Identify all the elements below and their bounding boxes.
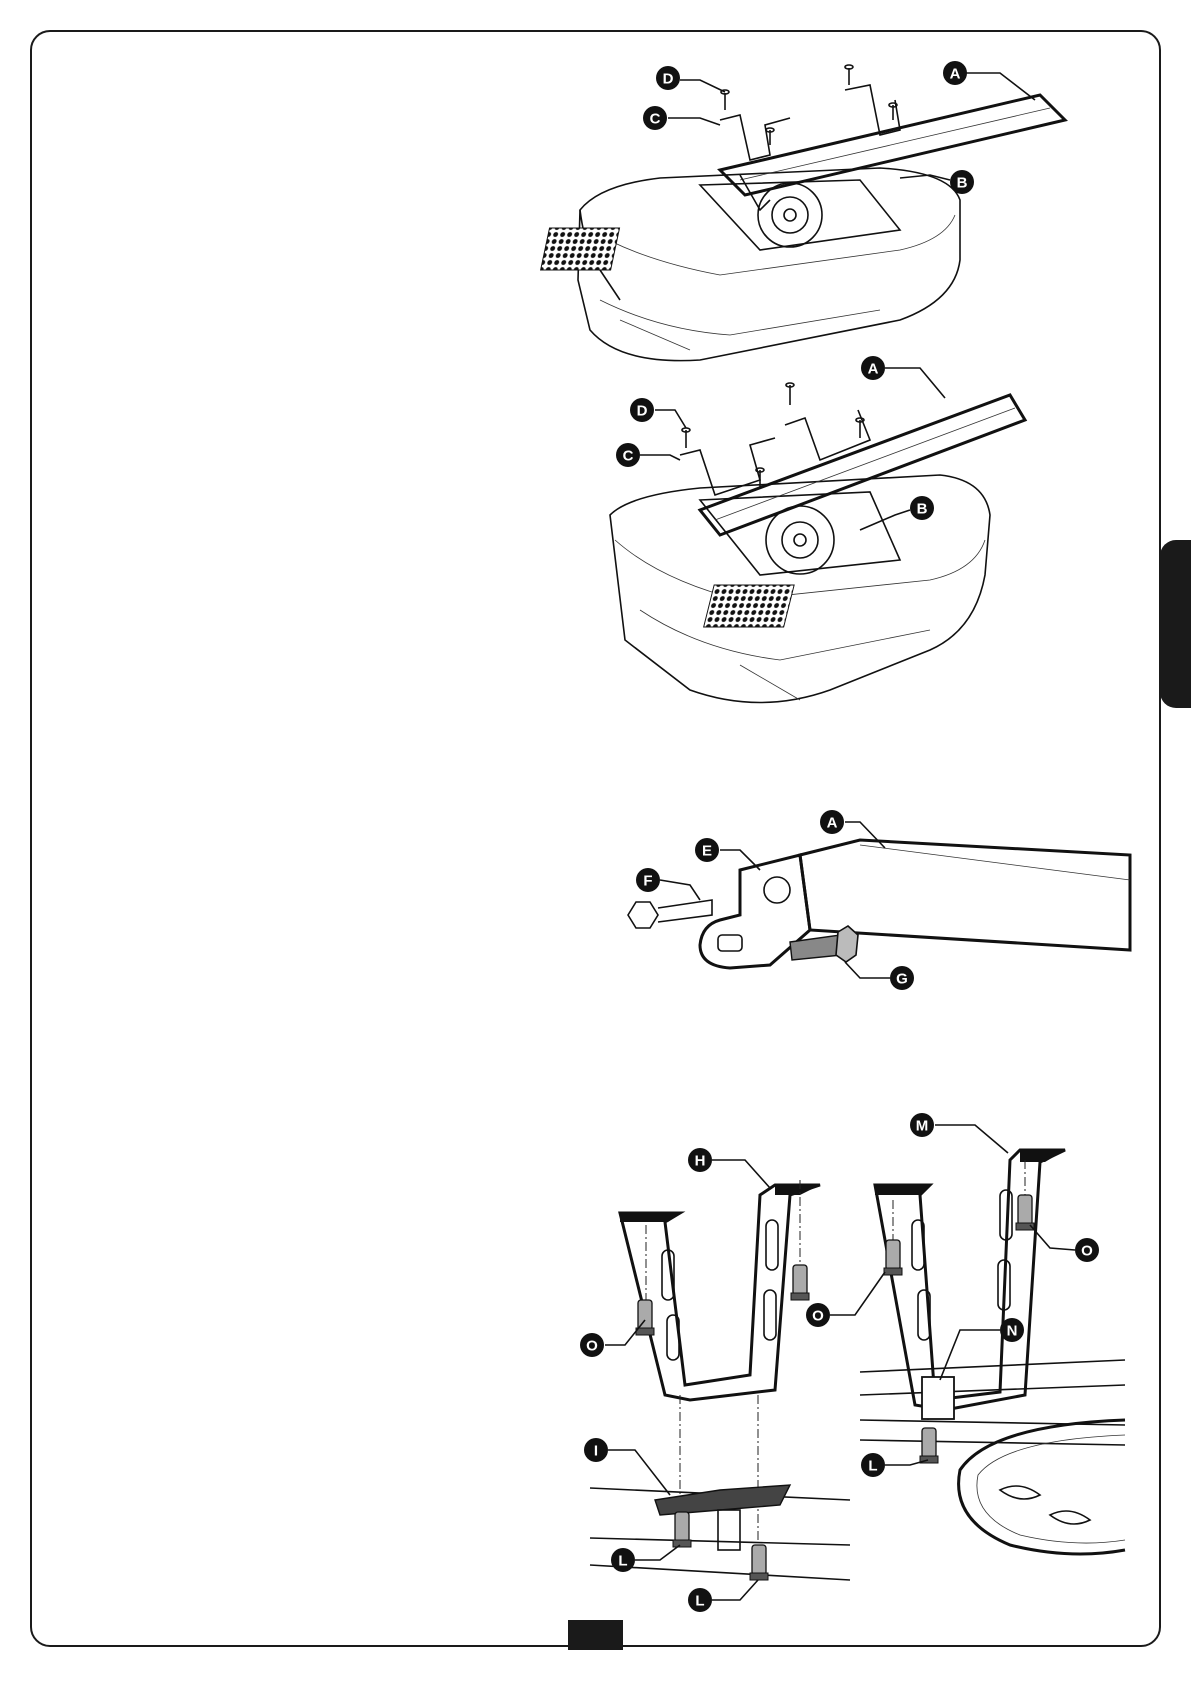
screw-d-5 — [682, 428, 690, 448]
screw-l-3 — [920, 1428, 938, 1463]
svg-text:B: B — [917, 501, 928, 518]
svg-text:F: F — [643, 873, 652, 890]
screw-d-1 — [721, 90, 729, 110]
svg-text:O: O — [1081, 1243, 1093, 1260]
screw-o-1 — [636, 1300, 654, 1335]
svg-text:A: A — [868, 361, 879, 378]
bolt-f — [628, 900, 712, 928]
screw-o-2 — [791, 1265, 809, 1300]
svg-text:B: B — [957, 175, 968, 192]
callout-n-fig4: N — [1000, 1318, 1024, 1342]
svg-text:D: D — [637, 403, 648, 420]
screw-l-1 — [673, 1512, 691, 1547]
svg-text:C: C — [623, 448, 634, 465]
screw-o-4 — [1016, 1195, 1034, 1230]
svg-text:D: D — [663, 71, 674, 88]
callout-o-fig4-2: O — [806, 1303, 830, 1327]
svg-text:L: L — [695, 1593, 704, 1610]
callout-a-fig3: A — [820, 810, 844, 834]
screw-d-2 — [845, 65, 853, 85]
svg-text:A: A — [827, 815, 838, 832]
bracket-h — [620, 1185, 820, 1400]
svg-text:N: N — [1007, 1323, 1018, 1340]
bracket-m — [875, 1150, 1065, 1410]
callout-h-fig4: H — [688, 1148, 712, 1172]
rail-block-n — [860, 1360, 1125, 1554]
callout-b-fig1: B — [950, 170, 974, 194]
callout-d-fig1: D — [656, 66, 680, 90]
callout-c-fig1: C — [643, 106, 667, 130]
svg-text:E: E — [702, 843, 712, 860]
callout-m-fig4: M — [910, 1113, 934, 1137]
callout-e-fig3: E — [695, 838, 719, 862]
svg-text:L: L — [618, 1553, 627, 1570]
callout-c-fig2: C — [616, 443, 640, 467]
screw-o-3 — [884, 1240, 902, 1275]
callout-g-fig3: G — [890, 966, 914, 990]
callout-l-fig4-2: L — [688, 1588, 712, 1612]
callout-a-fig1: A — [943, 61, 967, 85]
callout-b-fig2: B — [910, 496, 934, 520]
callout-o-fig4-3: O — [1075, 1238, 1099, 1262]
callout-o-fig4-1: O — [580, 1333, 604, 1357]
callout-l-fig4-1: L — [611, 1548, 635, 1572]
callout-a-fig2: A — [861, 356, 885, 380]
svg-text:O: O — [812, 1308, 824, 1325]
callout-l-fig4-3: L — [861, 1453, 885, 1477]
svg-text:L: L — [868, 1458, 877, 1475]
figure-motor-rail-middle — [610, 368, 1025, 703]
callout-f-fig3: F — [636, 868, 660, 892]
svg-text:M: M — [916, 1118, 929, 1135]
figure-motor-rail-top — [541, 65, 1065, 361]
callout-d-fig2: D — [630, 398, 654, 422]
svg-text:A: A — [950, 66, 961, 83]
svg-text:O: O — [586, 1338, 598, 1355]
screw-d-8 — [856, 418, 864, 438]
callout-i-fig4: I — [584, 1438, 608, 1462]
svg-text:G: G — [896, 971, 908, 988]
svg-text:H: H — [695, 1153, 706, 1170]
screw-l-2 — [750, 1545, 768, 1580]
svg-text:C: C — [650, 111, 661, 128]
screw-d-6 — [786, 383, 794, 405]
figure-ceiling-brackets — [590, 1125, 1125, 1600]
svg-text:I: I — [594, 1443, 598, 1460]
vent-grid-middle — [704, 585, 794, 627]
vent-grid-top — [541, 228, 620, 270]
